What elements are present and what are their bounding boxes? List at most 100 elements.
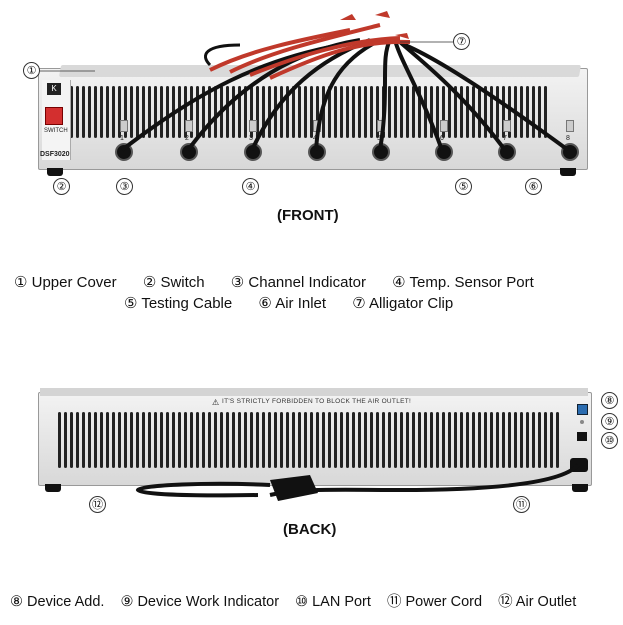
vent-slot xyxy=(376,86,379,138)
vent-slot xyxy=(484,86,487,138)
vent-slot xyxy=(160,86,163,138)
vent-slot xyxy=(382,412,385,468)
legend-air-outlet: ⑫ Air Outlet xyxy=(498,594,577,610)
vent-slot xyxy=(82,412,85,468)
channel-number: 7 xyxy=(503,135,507,142)
vent-slot xyxy=(538,412,541,468)
vent-slot xyxy=(364,412,367,468)
vent-slot xyxy=(196,412,199,468)
vent-slot xyxy=(502,86,505,138)
vent-slot xyxy=(112,412,115,468)
vent-slot xyxy=(106,86,109,138)
vent-slot xyxy=(370,86,373,138)
vent-slot xyxy=(292,86,295,138)
channel-indicator xyxy=(503,120,511,132)
vent-slot xyxy=(520,86,523,138)
vent-slot xyxy=(136,412,139,468)
vent-slot xyxy=(388,412,391,468)
vent-slot xyxy=(412,86,415,138)
vent-slot xyxy=(220,412,223,468)
temp-sensor-port[interactable] xyxy=(180,143,198,161)
front-legend-row-1: ① Upper Cover ② Switch ③ Channel Indicat… xyxy=(14,273,556,291)
vent-slot xyxy=(118,86,121,138)
vent-slot xyxy=(436,412,439,468)
legend-device-work-indicator: ⑨ Device Work Indicator xyxy=(120,594,280,610)
vent-slot xyxy=(400,412,403,468)
vent-slot xyxy=(130,86,133,138)
leader-line-upper-cover xyxy=(40,70,95,72)
front-foot-left xyxy=(47,168,63,176)
vent-slot xyxy=(352,86,355,138)
warning-icon: ⚠ xyxy=(212,398,220,407)
vent-slot xyxy=(208,86,211,138)
vent-slot xyxy=(430,86,433,138)
vent-slot xyxy=(82,86,85,138)
vent-slot xyxy=(124,86,127,138)
vent-slot xyxy=(424,412,427,468)
channel-number: 4 xyxy=(313,135,317,142)
front-foot-right xyxy=(560,168,576,176)
vent-slot xyxy=(226,412,229,468)
legend-temp-sensor-port: ④ Temp. Sensor Port xyxy=(392,274,534,291)
vent-slot xyxy=(190,412,193,468)
vent-slot xyxy=(370,412,373,468)
vent-slot xyxy=(268,86,271,138)
vent-slot xyxy=(256,86,259,138)
legend-upper-cover: ① Upper Cover xyxy=(14,274,117,291)
vent-slot xyxy=(334,86,337,138)
callout-device-address: ⑧ xyxy=(601,392,618,409)
vent-slot xyxy=(70,86,73,138)
power-switch[interactable] xyxy=(45,107,63,125)
vent-slot xyxy=(526,412,529,468)
vent-slot xyxy=(466,412,469,468)
vent-slot xyxy=(418,86,421,138)
vent-slot xyxy=(514,412,517,468)
vent-slot xyxy=(322,412,325,468)
vent-slot xyxy=(88,86,91,138)
vent-slot xyxy=(478,86,481,138)
vent-slot xyxy=(244,86,247,138)
vent-slot xyxy=(238,412,241,468)
vent-slot xyxy=(538,86,541,138)
vent-slot xyxy=(286,86,289,138)
front-legend-row-2: ⑤ Testing Cable ⑥ Air Inlet ⑦ Alligator … xyxy=(124,294,475,312)
vent-slot xyxy=(472,412,475,468)
vent-slot xyxy=(208,412,211,468)
vent-slot xyxy=(232,86,235,138)
vent-slot xyxy=(544,86,547,138)
channel-number: 5 xyxy=(377,135,381,142)
vent-slot xyxy=(406,86,409,138)
lan-port[interactable] xyxy=(577,432,587,441)
legend-power-cord: ⑪ Power Cord xyxy=(386,594,483,610)
vent-slot xyxy=(130,412,133,468)
callout-air-outlet: ⑫ xyxy=(89,496,106,513)
vent-slot xyxy=(400,86,403,138)
vent-slot xyxy=(496,412,499,468)
vent-slot xyxy=(118,412,121,468)
vent-slot xyxy=(58,412,61,468)
callout-switch: ② xyxy=(53,178,70,195)
vent-slot xyxy=(262,412,265,468)
callout-device-work-indicator: ⑨ xyxy=(601,413,618,430)
callout-testing-cable: ⑤ xyxy=(455,178,472,195)
device-work-indicator xyxy=(580,420,584,424)
vent-slot xyxy=(202,412,205,468)
vent-slot xyxy=(460,86,463,138)
vent-slot xyxy=(136,86,139,138)
device-address-switch[interactable] xyxy=(577,404,588,415)
back-air-outlet xyxy=(58,412,559,468)
leader-line-alligator-clip xyxy=(400,41,453,43)
vent-slot xyxy=(334,412,337,468)
vent-slot xyxy=(214,412,217,468)
vent-slot xyxy=(346,412,349,468)
vent-slot xyxy=(376,412,379,468)
vent-slot xyxy=(184,412,187,468)
vent-slot xyxy=(364,86,367,138)
legend-channel-indicator: ③ Channel Indicator xyxy=(230,274,366,291)
vent-slot xyxy=(298,86,301,138)
vent-slot xyxy=(448,412,451,468)
vent-slot xyxy=(346,86,349,138)
vent-slot xyxy=(232,412,235,468)
front-title: (FRONT) xyxy=(277,207,339,224)
vent-slot xyxy=(244,412,247,468)
